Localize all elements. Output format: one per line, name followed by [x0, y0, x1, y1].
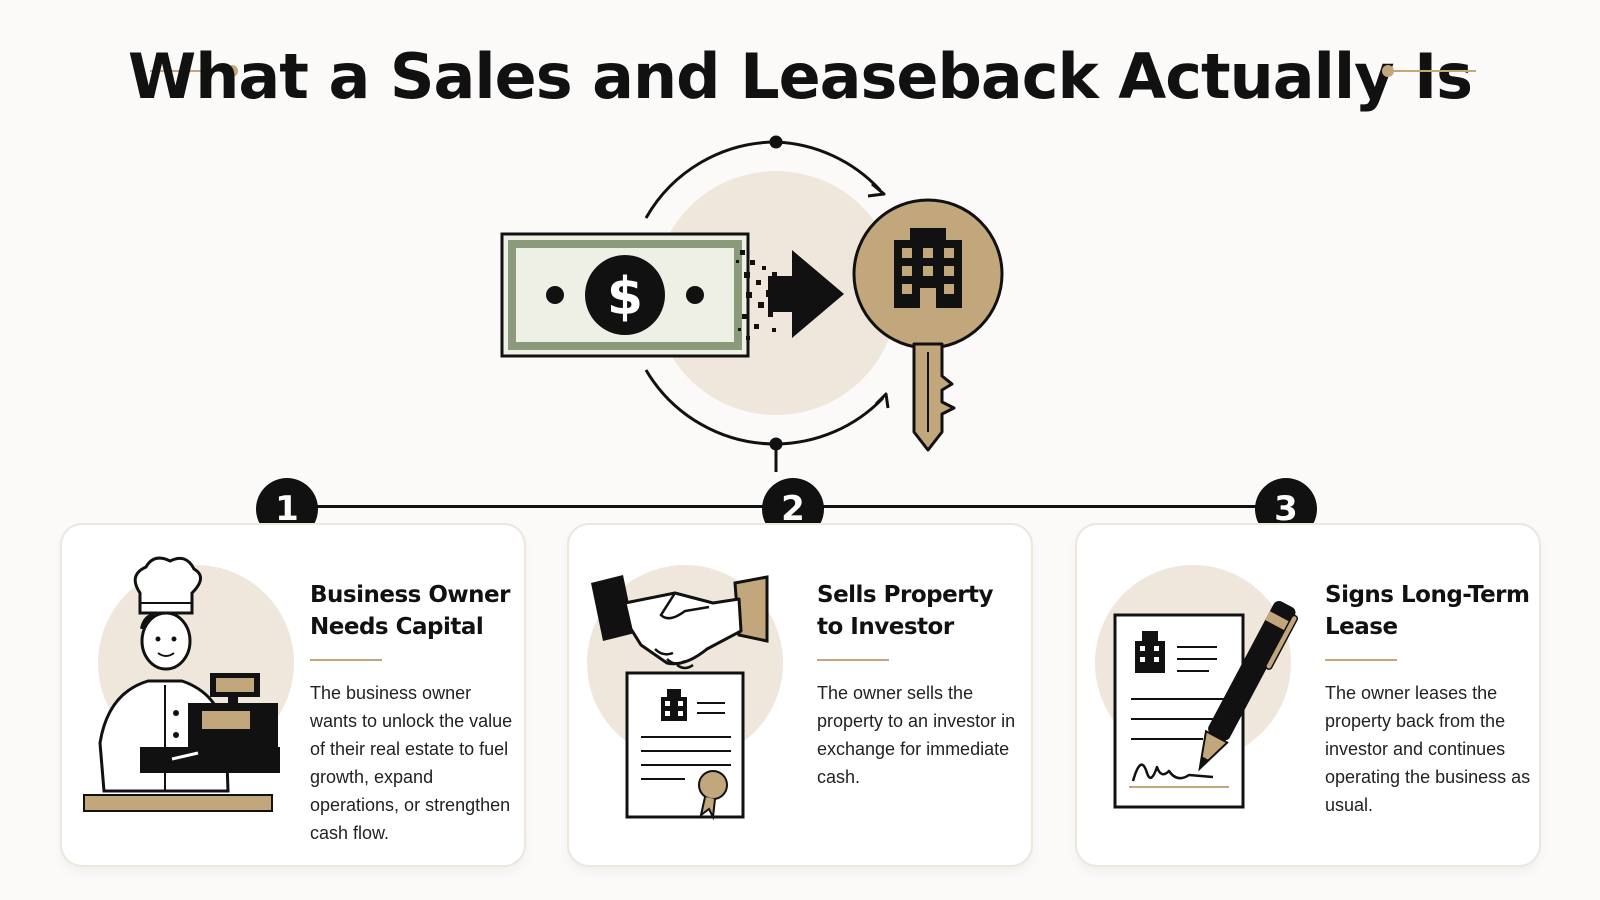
- step-description: The owner leases the property back from …: [1325, 683, 1531, 815]
- heading-underline: [310, 659, 382, 661]
- arrow-right-icon: [768, 250, 844, 338]
- heading-underline: [817, 659, 889, 661]
- dollar-symbol: $: [607, 267, 643, 327]
- cycle-arrows-icon: [644, 135, 890, 451]
- chef-cash-register-icon: [83, 556, 294, 812]
- banknote-dollar-icon: $: [500, 232, 750, 358]
- page-title: What a Sales and Leaseback Actually Is: [127, 40, 1473, 113]
- heading-underline: [1325, 659, 1397, 661]
- step-description: The business owner wants to unlock the v…: [310, 683, 513, 843]
- handshake-contract-icon: [587, 565, 783, 821]
- signed-lease-pen-icon: [1095, 565, 1299, 809]
- hero-illustration: $: [500, 135, 1004, 472]
- title-rule-left: [150, 65, 238, 77]
- title-rule-right: [1382, 65, 1476, 77]
- title-row: What a Sales and Leaseback Actually Is: [0, 30, 1600, 113]
- step-description: The owner sells the property to an inves…: [817, 683, 1016, 787]
- key-building-icon: [852, 198, 1004, 452]
